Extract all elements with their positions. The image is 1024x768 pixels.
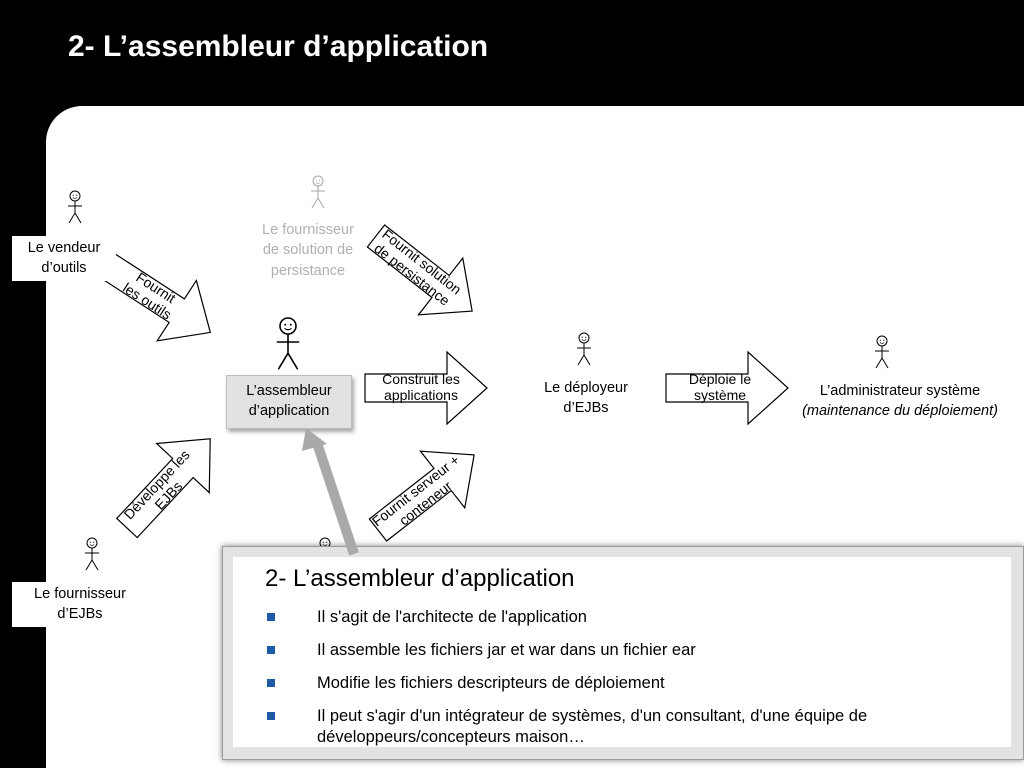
callout-bullet-item: Il peut s'agir d'un intégrateur de systè… — [265, 706, 991, 748]
stick-figure-persistance-icon — [310, 175, 326, 209]
callout-box: 2- L’assembleur d’application Il s'agit … — [222, 546, 1024, 760]
stick-figure-assembleur-icon — [275, 317, 301, 371]
square-bullet-icon — [267, 712, 275, 720]
square-bullet-icon — [267, 646, 275, 654]
arrow-construit-line1: Construit les — [382, 371, 460, 387]
callout-bullet-item: Modifie les fichiers descripteurs de dép… — [265, 673, 991, 694]
arrow-deploie: Déploie le système — [665, 351, 789, 425]
slide-title: 2- L’assembleur d’application — [68, 30, 489, 63]
actor-assembleur-box: L’assembleur d’application — [226, 375, 352, 429]
actor-deployeur-line1: Le déployeur — [544, 380, 628, 396]
actor-deployeur-line2: d’EJBs — [563, 400, 609, 417]
actor-persistance-line1: Le fournisseur — [262, 222, 354, 238]
callout-inner: 2- L’assembleur d’application Il s'agit … — [233, 557, 1011, 747]
actor-persistance-line2: de solution de — [262, 242, 354, 259]
actor-assembleur-line2: d’application — [248, 403, 330, 419]
callout-bullet-text: Modifie les fichiers descripteurs de dép… — [317, 674, 665, 692]
arrow-developpe: Développe les EJBs — [100, 413, 238, 554]
actor-assembleur-line1: L’assembleur — [246, 383, 332, 400]
stick-figure-deployeur-icon — [576, 332, 592, 366]
stick-figure-fournisseur-ejb-icon — [84, 537, 100, 571]
arrow-deploie-line2: système — [694, 387, 746, 403]
stick-figure-vendeur-icon — [67, 190, 83, 224]
actor-persistance-line3: persistance — [270, 262, 346, 279]
square-bullet-icon — [267, 613, 275, 621]
actor-deployeur-label: Le déployeur d’EJBs — [528, 378, 644, 419]
arrow-fournit-persistance: Fournit solution de persistance — [353, 207, 495, 341]
stick-figure-administrateur-icon — [874, 335, 890, 369]
arrow-serveur: Fournit serveur + conteneur — [355, 425, 497, 559]
callout-bullet-text: Il assemble les fichiers jar et war dans… — [317, 641, 696, 659]
square-bullet-icon — [267, 679, 275, 687]
actor-vendeur-label: Le vendeur d’outils — [12, 236, 116, 281]
actor-vendeur-line2: d’outils — [41, 260, 87, 277]
actor-administrateur-line2: (maintenance du déploiement) — [802, 403, 998, 420]
actor-vendeur-line1: Le vendeur — [27, 240, 101, 256]
arrow-construit: Construit les applications — [364, 351, 488, 425]
callout-bullet-item: Il s'agit de l'architecte de l'applicati… — [265, 607, 991, 628]
actor-administrateur-line1: L’administrateur système — [819, 383, 981, 399]
arrow-construit-line2: applications — [384, 387, 458, 403]
callout-title: 2- L’assembleur d’application — [265, 565, 575, 592]
callout-bullet-text: Il s'agit de l'architecte de l'applicati… — [317, 608, 587, 626]
actor-administrateur-label: L’administrateur système (maintenance du… — [780, 381, 1020, 422]
actor-fournisseur-ejb-line1: Le fournisseur — [34, 586, 126, 602]
callout-bullet-text: Il peut s'agir d'un intégrateur de systè… — [317, 707, 868, 746]
callout-bullet-item: Il assemble les fichiers jar et war dans… — [265, 640, 991, 661]
actor-fournisseur-ejb-label: Le fournisseur d’EJBs — [12, 582, 148, 627]
actor-fournisseur-ejb-line2: d’EJBs — [57, 606, 103, 623]
arrow-deploie-line1: Déploie le — [689, 371, 751, 387]
callout-bullet-list: Il s'agit de l'architecte de l'applicati… — [265, 607, 991, 760]
actor-persistance-label: Le fournisseur de solution de persistanc… — [246, 220, 370, 281]
